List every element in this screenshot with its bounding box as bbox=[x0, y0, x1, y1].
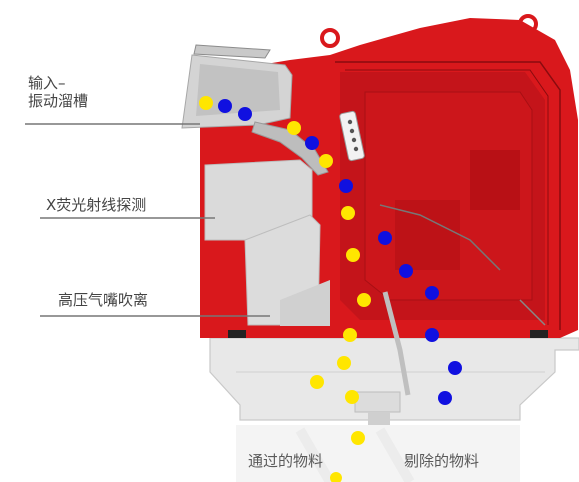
label-input-line1: 输入– bbox=[28, 74, 66, 92]
inner-panels bbox=[204, 159, 330, 326]
blue-particle bbox=[399, 264, 413, 278]
vibrating-chute bbox=[181, 44, 329, 176]
blue-particle bbox=[425, 328, 439, 342]
label-input-chute: 输入– 振动溜槽 bbox=[28, 74, 88, 110]
yellow-particle bbox=[287, 121, 301, 135]
label-rejected-material: 剔除的物料 bbox=[404, 452, 480, 470]
yellow-particle bbox=[345, 390, 359, 404]
splitter-plate bbox=[382, 291, 411, 396]
label-input-line2: 振动溜槽 bbox=[28, 92, 89, 110]
label-passed-material: 通过的物料 bbox=[248, 452, 324, 470]
blue-particle bbox=[218, 99, 232, 113]
yellow-particle bbox=[343, 328, 357, 342]
blue-particle bbox=[438, 391, 452, 405]
yellow-particle bbox=[330, 472, 342, 482]
blue-particle bbox=[238, 107, 252, 121]
label-air-nozzle: 高压气嘴吹离 bbox=[58, 291, 149, 309]
yellow-particle bbox=[319, 154, 333, 168]
blue-particle bbox=[339, 179, 353, 193]
yellow-particle bbox=[341, 206, 355, 220]
label-xray-detection: X荧光射线探测 bbox=[46, 196, 147, 214]
blue-particle bbox=[425, 286, 439, 300]
yellow-particle bbox=[310, 375, 324, 389]
yellow-particle bbox=[337, 356, 351, 370]
blue-particle bbox=[378, 231, 392, 245]
yellow-particle bbox=[199, 96, 213, 110]
leader-lines bbox=[25, 123, 270, 317]
blue-particle bbox=[448, 361, 462, 375]
blue-particle bbox=[305, 136, 319, 150]
particles bbox=[199, 96, 462, 482]
yellow-particle bbox=[346, 248, 360, 262]
yellow-particle bbox=[357, 293, 371, 307]
machine-base bbox=[209, 337, 579, 482]
yellow-particle bbox=[351, 431, 365, 445]
